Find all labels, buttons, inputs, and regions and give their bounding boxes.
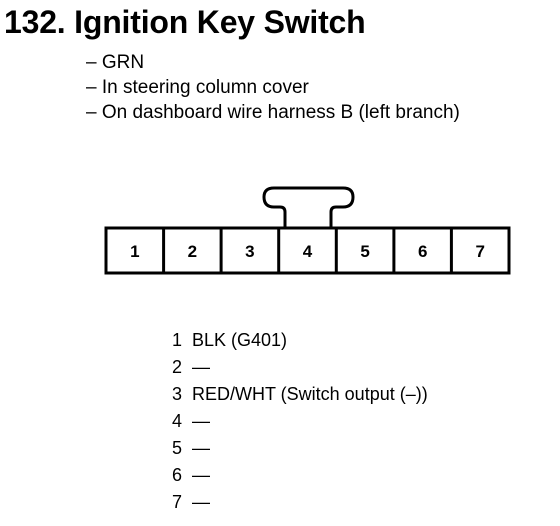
pin-label-2: 2	[188, 242, 197, 261]
pin-label-1: 1	[130, 242, 139, 261]
pinout-description: —	[192, 465, 210, 485]
pin-label-4: 4	[303, 242, 313, 261]
pin-label-3: 3	[245, 242, 254, 261]
pinout-pin-number: 6	[172, 465, 183, 485]
pinout-description: —	[192, 438, 210, 458]
page-title: 132. Ignition Key Switch	[4, 4, 366, 40]
pinout-description: —	[192, 411, 210, 431]
pin-label-7: 7	[475, 242, 484, 261]
pinout-row: 4—	[172, 408, 428, 435]
pinout-row: 6—	[172, 462, 428, 489]
pinout-row: 2—	[172, 354, 428, 381]
pin-label-6: 6	[418, 242, 427, 261]
pinout-pin-number: 3	[172, 384, 183, 404]
pinout-row: 7—	[172, 489, 428, 516]
note-location: – In steering column cover	[86, 77, 309, 98]
pinout-description: BLK (G401)	[192, 330, 288, 350]
pinout-pin-number: 1	[172, 330, 183, 350]
pinout-row: 5—	[172, 435, 428, 462]
note-harness: – On dashboard wire harness B (left bran…	[86, 102, 460, 123]
pin-label-5: 5	[360, 242, 369, 261]
pinout-description: —	[192, 357, 210, 377]
pinout-pin-number: 2	[172, 357, 183, 377]
connector-lock-tab	[262, 186, 355, 228]
pinout-description: RED/WHT (Switch output (–))	[192, 384, 428, 404]
connector-body	[104, 226, 511, 275]
pinout-pin-number: 5	[172, 438, 183, 458]
pinout-pin-number: 7	[172, 492, 183, 512]
pinout-description: —	[192, 492, 210, 512]
pinout-row: 1 BLK (G401)	[172, 327, 428, 354]
connector-notes: – GRN – In steering column cover – On da…	[86, 50, 460, 125]
pinout-row: 3 RED/WHT (Switch output (–))	[172, 381, 428, 408]
note-color: – GRN	[86, 52, 145, 73]
pinout-pin-number: 4	[172, 411, 183, 431]
